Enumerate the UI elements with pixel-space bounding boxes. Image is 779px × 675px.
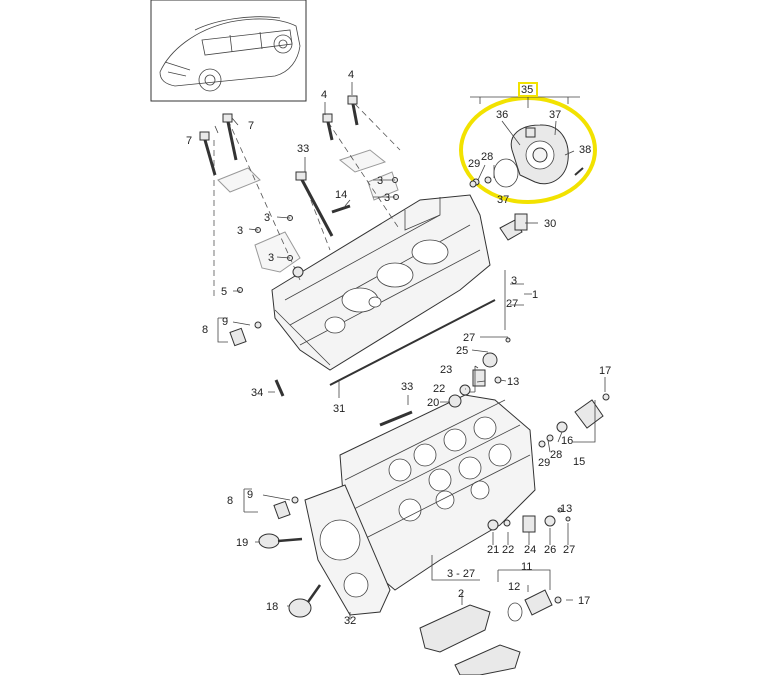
callout-8b: 8 xyxy=(227,495,233,507)
callout-30: 30 xyxy=(544,218,556,230)
callout-27a: 27 xyxy=(506,298,518,310)
callout-20: 20 xyxy=(427,397,439,409)
upper-cylinder-head xyxy=(271,194,491,371)
callout-26: 26 xyxy=(544,544,556,556)
callout-3b: 3 xyxy=(384,192,390,204)
callout-25: 25 xyxy=(456,345,468,357)
callout-24: 24 xyxy=(524,544,536,556)
callout-3e: 3 xyxy=(268,252,274,264)
callout-13a: 13 xyxy=(507,376,519,388)
valves xyxy=(258,533,322,618)
callout-4b: 4 xyxy=(348,69,354,81)
callout-labels: 35 36 37 38 28 29 37 30 4 4 7 7 33 3 3 1… xyxy=(186,69,611,627)
callout-7b: 7 xyxy=(248,120,254,132)
callout-17a: 17 xyxy=(599,365,611,377)
callout-3f: 3 xyxy=(511,275,517,287)
callout-23: 23 xyxy=(440,364,452,376)
callout-9b: 9 xyxy=(247,489,253,501)
callout-11: 11 xyxy=(521,561,532,573)
callout-3-27: 3 - 27 xyxy=(447,568,475,580)
callout-18: 18 xyxy=(266,601,278,613)
callout-27c: 27 xyxy=(563,544,575,556)
callout-31: 31 xyxy=(333,403,345,415)
callout-12: 12 xyxy=(508,581,520,593)
callout-28b: 28 xyxy=(550,449,562,461)
gasket-strip-31 xyxy=(329,299,496,386)
callout-37b: 37 xyxy=(497,194,509,206)
callout-3a: 3 xyxy=(377,175,383,187)
callout-16: 16 xyxy=(561,435,573,447)
callout-22b: 22 xyxy=(502,544,514,556)
callout-7a: 7 xyxy=(186,135,192,147)
callout-9a: 9 xyxy=(222,316,228,328)
callout-36: 36 xyxy=(496,109,508,121)
callout-21: 21 xyxy=(487,544,499,556)
seal-components xyxy=(229,321,413,520)
valve-spring-parts xyxy=(448,337,571,533)
callout-8a: 8 xyxy=(202,324,208,336)
callout-35: 35 xyxy=(521,84,533,96)
callout-29b: 29 xyxy=(538,457,550,469)
upper-bolts xyxy=(199,95,399,293)
callout-22a: 22 xyxy=(433,383,445,395)
callout-35-box xyxy=(518,82,538,97)
head-gasket-32 xyxy=(304,484,391,616)
actuator-part-15 xyxy=(538,393,610,448)
callout-2: 2 xyxy=(458,588,464,600)
callout-17b: 17 xyxy=(578,595,590,607)
sensor-part-30 xyxy=(499,213,528,241)
callout-27b: 27 xyxy=(463,332,475,344)
callout-34: 34 xyxy=(251,387,263,399)
callout-38: 38 xyxy=(579,144,591,156)
callout-33b: 33 xyxy=(401,381,413,393)
callout-29a: 29 xyxy=(468,158,480,170)
vehicle-thumbnail xyxy=(150,0,307,102)
callout-5: 5 xyxy=(221,286,227,298)
callout-19: 19 xyxy=(236,537,248,549)
callout-13b: 13 xyxy=(560,503,572,515)
upper-ghost-components xyxy=(213,103,401,300)
callout-15: 15 xyxy=(573,456,585,468)
callout-33a: 33 xyxy=(297,143,309,155)
vacuum-pump-assembly xyxy=(459,96,597,204)
callout-1: 1 xyxy=(532,289,538,301)
callout-37a: 37 xyxy=(549,109,561,121)
callout-3d: 3 xyxy=(237,225,243,237)
callout-32: 32 xyxy=(344,615,356,627)
camshaft-components xyxy=(419,589,562,675)
callout-28a: 28 xyxy=(481,151,493,163)
callout-14: 14 xyxy=(335,189,347,201)
callout-3c: 3 xyxy=(264,212,270,224)
callout-4a: 4 xyxy=(321,89,327,101)
lower-cylinder-head xyxy=(339,394,536,591)
